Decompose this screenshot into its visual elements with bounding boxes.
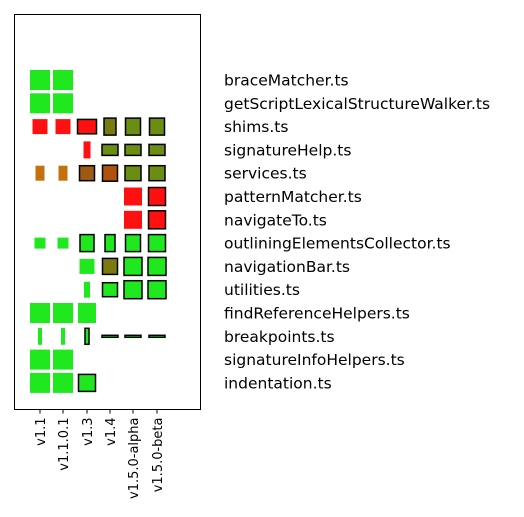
- cell-signaturehelp-ts-v1-5-0-beta: [148, 143, 166, 157]
- cell-signaturehelp-ts-v1-5-0-alpha: [124, 143, 142, 157]
- cell-utilities-ts-v1-5-0-alpha: [123, 279, 143, 300]
- cell-navigationbar-ts-v1-5-0-alpha: [123, 256, 143, 277]
- cell-services-ts-v1-5-0-beta: [148, 164, 166, 182]
- cell-getscriptlexicalstructurewalker-ts-v1-1: [30, 93, 50, 114]
- cell-navigationbar-ts-v1-4: [101, 257, 119, 276]
- cell-services-ts-v1-3: [78, 164, 96, 182]
- x-axis-ticks: v1.1 v1.1.0.1 v1.3 v1.4 v1.5.0-alpha v1.5.0-b…: [34, 409, 166, 500]
- cell-signaturehelp-ts-v1-3: [83, 141, 91, 159]
- cell-services-ts-v1-4: [101, 164, 119, 182]
- cell-outliningelementscollector-ts-v1-1: [34, 237, 46, 249]
- cell-utilities-ts-v1-4: [101, 281, 119, 298]
- x-tick-label-v1-3: v1.3: [81, 418, 96, 446]
- row-label-navigationbar-ts: navigationBar.ts: [224, 258, 350, 276]
- cell-shims-ts-v1-4: [103, 117, 117, 136]
- cell-indentation-ts-v1-1-0-1: [53, 372, 73, 393]
- row-label-navigateto-ts: navigateTo.ts: [224, 211, 327, 229]
- cell-breakpoints-ts-v1-4: [101, 334, 119, 339]
- cell-shims-ts-v1-1-0-1: [55, 119, 71, 135]
- cell-bracematcher-ts-v1-1: [30, 70, 50, 90]
- cell-breakpoints-ts-v1-3: [84, 327, 90, 346]
- cell-patternmatcher-ts-v1-5-0-beta: [147, 186, 167, 207]
- cell-navigationbar-ts-v1-5-0-beta: [147, 256, 167, 277]
- cell-indentation-ts-v1-3: [77, 373, 97, 393]
- cell-breakpoints-ts-v1-1-0-1: [61, 327, 65, 345]
- row-label-utilities-ts: utilities.ts: [224, 281, 300, 299]
- cell-shims-ts-v1-1: [32, 119, 48, 135]
- x-tick-label-v1-1: v1.1: [34, 418, 49, 446]
- x-tick-label-v1-5-0-alpha: v1.5.0-alpha: [127, 418, 142, 500]
- row-label-services-ts: services.ts: [224, 165, 307, 183]
- row-label-getscriptlexicalstructurewalker-ts: getScriptLexicalStructureWalker.ts: [224, 95, 490, 113]
- cell-utilities-ts-v1-3: [84, 281, 90, 298]
- row-label-shims-ts: shims.ts: [224, 118, 288, 136]
- cell-bracematcher-ts-v1-1-0-1: [53, 70, 73, 90]
- cell-findreferencehelpers-ts-v1-1: [30, 303, 50, 323]
- row-label-patternmatcher-ts: patternMatcher.ts: [224, 188, 362, 206]
- cell-outliningelementscollector-ts-v1-4: [104, 233, 116, 253]
- cell-navigateto-ts-v1-5-0-beta: [147, 210, 167, 230]
- plot-frame: [14, 14, 201, 410]
- cell-breakpoints-ts-v1-5-0-alpha: [124, 334, 142, 339]
- row-label-signaturehelp-ts: signatureHelp.ts: [224, 141, 351, 159]
- cell-signatureinfohelpers-ts-v1-1: [30, 349, 50, 370]
- cell-patternmatcher-ts-v1-5-0-alpha: [124, 187, 142, 206]
- cell-services-ts-v1-1-0-1: [58, 165, 68, 181]
- cell-services-ts-v1-1: [35, 165, 45, 181]
- cell-outliningelementscollector-ts-v1-1-0-1: [57, 237, 69, 249]
- cell-findreferencehelpers-ts-v1-3: [78, 303, 96, 323]
- cell-outliningelementscollector-ts-v1-5-0-beta: [147, 233, 167, 253]
- row-label-signatureinfohelpers-ts: signatureInfoHelpers.ts: [224, 351, 405, 369]
- cell-shims-ts-v1-5-0-alpha: [124, 117, 142, 136]
- heatmap-cells: [30, 70, 167, 393]
- cell-breakpoints-ts-v1-5-0-beta: [148, 334, 166, 339]
- cell-utilities-ts-v1-5-0-beta: [147, 279, 167, 300]
- cell-outliningelementscollector-ts-v1-5-0-alpha: [124, 233, 142, 253]
- cell-shims-ts-v1-3: [76, 118, 98, 135]
- cell-services-ts-v1-5-0-alpha: [124, 164, 142, 182]
- x-tick-label-v1-4: v1.4: [104, 418, 119, 446]
- cell-navigationbar-ts-v1-3: [79, 258, 95, 274]
- cell-shims-ts-v1-5-0-beta: [148, 117, 166, 136]
- cell-navigateto-ts-v1-5-0-alpha: [124, 210, 142, 229]
- row-label-findreferencehelpers-ts: findReferenceHelpers.ts: [224, 305, 410, 323]
- row-labels: braceMatcher.ts getScriptLexicalStructure…: [224, 72, 490, 393]
- cell-signaturehelp-ts-v1-4: [101, 143, 119, 157]
- x-tick-label-v1-1-0-1: v1.1.0.1: [57, 418, 72, 471]
- cell-indentation-ts-v1-1: [30, 372, 50, 393]
- x-tick-label-v1-5-0-beta: v1.5.0-beta: [151, 418, 166, 493]
- row-label-breakpoints-ts: breakpoints.ts: [224, 328, 335, 346]
- row-label-outliningelementscollector-ts: outliningElementsCollector.ts: [224, 235, 451, 253]
- cell-getscriptlexicalstructurewalker-ts-v1-1-0-1: [53, 93, 73, 114]
- cell-breakpoints-ts-v1-1: [38, 327, 42, 345]
- cell-outliningelementscollector-ts-v1-3: [79, 233, 95, 253]
- cell-signatureinfohelpers-ts-v1-1-0-1: [53, 349, 73, 370]
- row-label-indentation-ts: indentation.ts: [224, 374, 332, 392]
- row-label-bracematcher-ts: braceMatcher.ts: [224, 72, 349, 90]
- cell-findreferencehelpers-ts-v1-1-0-1: [53, 303, 73, 323]
